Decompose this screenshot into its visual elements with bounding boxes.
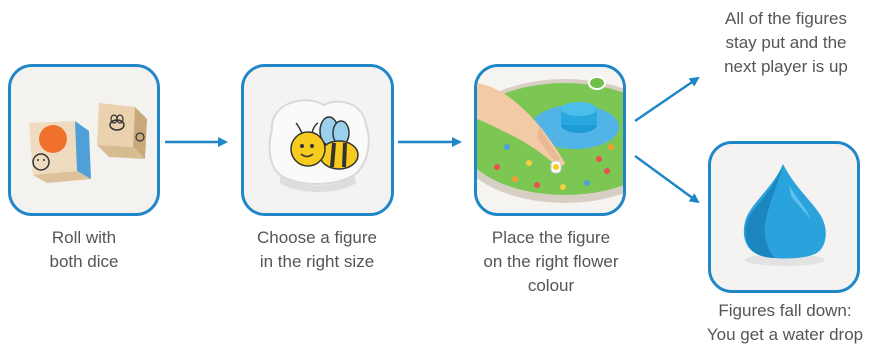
snail-icon — [135, 132, 145, 142]
hand-icon — [477, 83, 565, 174]
water-drop-image-card — [708, 141, 860, 293]
board-image-card — [474, 64, 626, 216]
game-board-photo — [477, 67, 623, 213]
outcome-fall-caption: Figures fall down: You get a water drop — [706, 301, 864, 344]
arrow-down-right-icon — [634, 154, 700, 204]
arrow-up-right-icon — [634, 76, 700, 123]
outcome-stay-caption: All of the figures stay put and the next… — [724, 9, 848, 76]
water-drop-photo — [711, 144, 857, 290]
step-3-caption: Place the figure on the right flower col… — [483, 228, 619, 295]
bee-figure-photo — [244, 67, 391, 213]
step-1-caption: Roll with both dice — [49, 228, 119, 271]
smiley-icon — [32, 153, 50, 171]
figure-image-card — [241, 64, 394, 216]
frog-icon — [588, 76, 606, 90]
step-2-caption: Choose a figure in the right size — [256, 228, 378, 271]
dice-image-card — [8, 64, 160, 216]
bee-icon — [109, 114, 125, 131]
flower-icon — [494, 144, 614, 190]
dice-photo — [11, 67, 157, 213]
